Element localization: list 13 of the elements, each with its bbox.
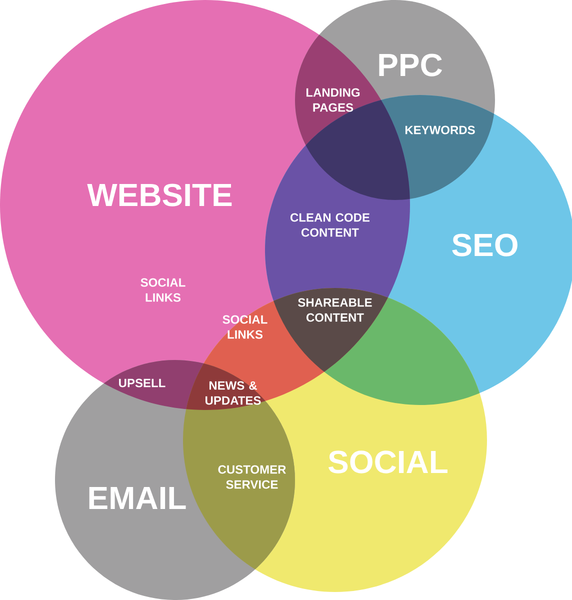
- region-label: SHAREABLE CONTENT: [298, 298, 372, 322]
- circle-title: PPC: [379, 54, 442, 76]
- region-label: SOCIAL LINKS: [140, 278, 186, 302]
- circle-title: EMAIL: [89, 487, 186, 509]
- region-label: LANDING PAGES: [306, 88, 360, 112]
- circle-title: WEBSITE: [87, 184, 232, 206]
- region-label: NEWS & UPDATES: [206, 381, 261, 405]
- region-label: CUSTOMER SERVICE: [218, 465, 286, 489]
- region-label: UPSELL: [119, 378, 166, 388]
- circle-title: SOCIAL: [328, 450, 448, 474]
- region-label: CLEAN CODE CONTENT: [290, 213, 370, 237]
- region-label: KEYWORDS: [405, 126, 475, 134]
- circle-title: SEO: [452, 234, 518, 256]
